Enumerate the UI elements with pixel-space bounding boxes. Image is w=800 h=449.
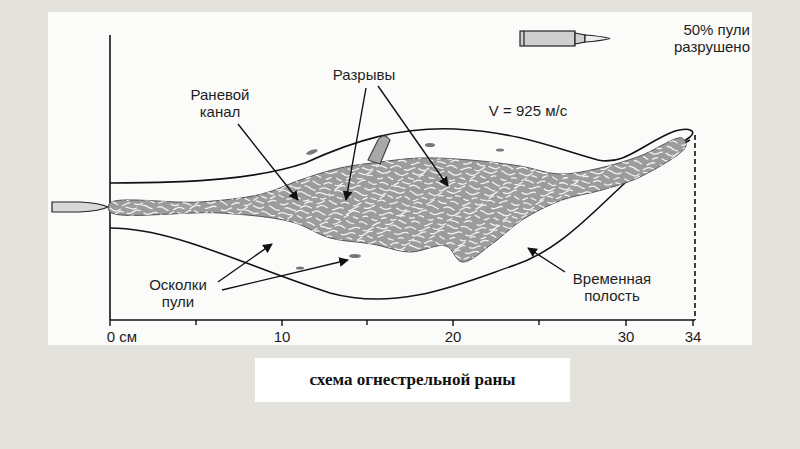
caption-box: схема огнестрельной раны [255, 358, 570, 402]
cartridge [520, 31, 610, 46]
end-line [694, 135, 696, 320]
tear [368, 136, 390, 164]
axis-label: 34 [673, 328, 713, 345]
caption: схема огнестрельной раны [310, 370, 516, 390]
callout-label: Осколки пули [143, 276, 213, 310]
texture-line [110, 135, 690, 141]
texture-line [110, 150, 690, 156]
callout-label: 50% пули разрушено [658, 21, 750, 55]
bullet-fragments [296, 143, 504, 270]
texture-line [110, 235, 690, 241]
panel [48, 12, 752, 345]
texture-line [110, 220, 690, 226]
axis-ticks [110, 320, 693, 326]
texture-line [110, 185, 690, 191]
texture-line [110, 190, 690, 196]
texture-line [110, 205, 690, 211]
texture-line [110, 225, 690, 231]
callout-label: V = 925 м/с [473, 102, 583, 119]
texture-line [110, 175, 690, 181]
axis-label: 10 [262, 328, 302, 345]
texture-line [110, 140, 690, 146]
texture-line [110, 170, 690, 176]
axis [110, 319, 695, 321]
texture-line [110, 180, 690, 186]
channel-texture [110, 135, 690, 266]
axis-label: 30 [606, 328, 646, 345]
bullet [52, 202, 108, 212]
texture-line [110, 250, 690, 256]
callout-label: Раневой канал [182, 86, 258, 120]
callout-label: Временная полость [564, 270, 660, 304]
texture-line [110, 240, 690, 246]
texture-line [110, 160, 690, 166]
block-edge [109, 35, 111, 320]
texture-line [110, 210, 690, 216]
axis-label: 20 [433, 328, 473, 345]
texture-line [110, 245, 690, 251]
texture-line [110, 145, 690, 151]
callout-label: Разрывы [319, 66, 409, 83]
axis-label: 0 см [97, 328, 147, 345]
texture-line [110, 165, 690, 171]
texture-line [110, 260, 690, 266]
texture-line [110, 255, 690, 261]
texture-line [110, 230, 690, 236]
texture-line [110, 195, 690, 201]
